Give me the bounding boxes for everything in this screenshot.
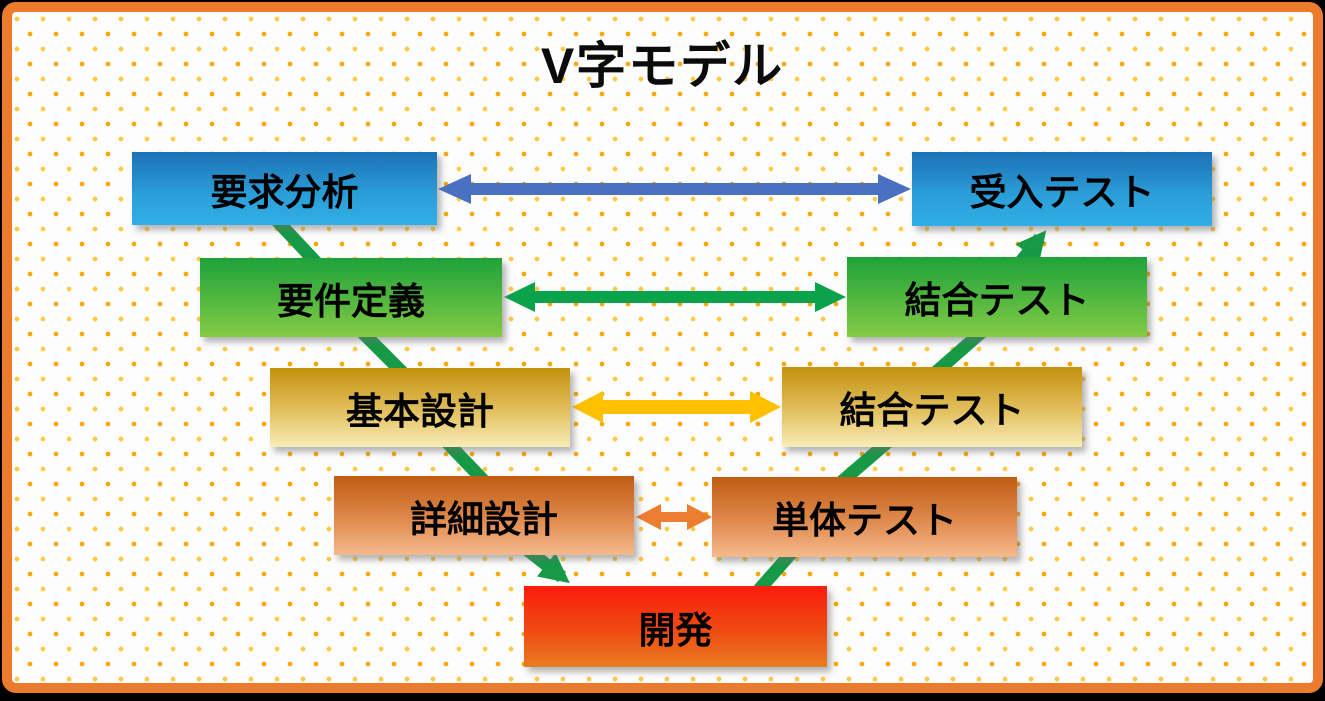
double-arrow-orange [636,504,712,530]
node-label: 詳細設計 [410,498,558,540]
node-label: 要求分析 [210,171,359,213]
node-development: 開発 [524,586,827,667]
node-label: 要件定義 [277,280,425,322]
node-label: 受入テスト [969,172,1155,213]
node-label: 基本設計 [346,390,494,432]
node-integration-test-upper: 結合テスト [847,257,1147,337]
node-requirements-definition: 要件定義 [200,258,502,337]
node-basic-design: 基本設計 [270,368,570,447]
node-integration-test-lower: 結合テスト [782,367,1082,447]
node-label: 結合テスト [904,280,1090,321]
node-label: 単体テスト [772,500,957,541]
double-arrow-gold [572,391,781,423]
node-detailed-design: 詳細設計 [334,476,634,555]
node-acceptance-test: 受入テスト [912,152,1212,226]
node-unit-test: 単体テスト [712,477,1017,557]
diagram-title: V字モデル [540,38,785,94]
node-label: 開発 [638,609,713,651]
node-requirements-analysis: 要求分析 [132,152,437,225]
double-arrow-green [504,282,846,312]
double-arrow-blue [438,174,911,204]
node-label: 結合テスト [839,390,1025,431]
